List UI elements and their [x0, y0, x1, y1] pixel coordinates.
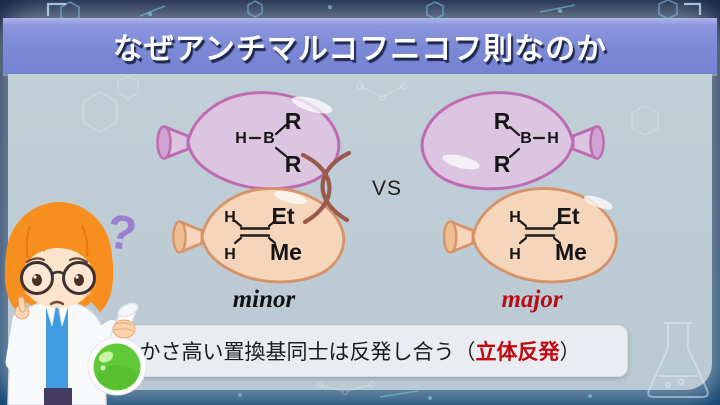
arm-left-sleeve	[5, 311, 30, 371]
structure-alkene-right: H H Et Me	[509, 203, 587, 265]
hexagon-doodle	[631, 105, 659, 136]
structure-alkene-left: H H Et Me	[224, 203, 302, 265]
atom-h: H	[235, 130, 247, 147]
line-doodle	[139, 5, 166, 17]
flask-rim	[117, 302, 139, 318]
hair-strand	[81, 224, 89, 257]
structure-borane-left: H B R R	[235, 108, 301, 177]
group-methyl: Me	[555, 239, 587, 265]
balloon-body	[200, 187, 346, 284]
finger	[17, 296, 26, 313]
caption-pre: かさ高い置換基同士は反発し合う（	[139, 341, 476, 364]
eye-right	[74, 274, 84, 286]
balloon-alkene-left	[172, 187, 346, 284]
eyebrow-right	[68, 257, 89, 264]
vs-label: VS	[371, 177, 402, 200]
hair-strand	[25, 225, 31, 259]
arm-right-sleeve	[84, 320, 120, 348]
atom-h-top: H	[509, 209, 521, 226]
round-flask	[87, 302, 147, 396]
balloon-highlight	[291, 96, 333, 114]
pants	[44, 388, 72, 405]
dot-doodle	[557, 8, 563, 14]
caption-box: かさ高い置換基同士は反発し合う（立体反発）	[92, 325, 628, 377]
balloon-highlight	[273, 190, 307, 205]
hexagon-doodle	[117, 75, 139, 100]
group-ethyl: Et	[557, 203, 580, 229]
atom-h-top: H	[224, 209, 236, 226]
balloon-nozzle-end	[156, 125, 172, 160]
group-r-bottom: R	[285, 151, 302, 177]
atom-b: B	[520, 130, 532, 147]
hexagon-doodle	[247, 0, 263, 18]
mouth	[49, 300, 65, 306]
eyebrow-left	[25, 257, 46, 264]
eye-glint	[75, 275, 79, 279]
group-ethyl: Et	[272, 203, 295, 229]
dot-doodle	[428, 396, 432, 400]
atom-b: B	[263, 130, 275, 147]
caption-text: かさ高い置換基同士は反発し合う（立体反発）	[140, 336, 581, 366]
chain-doodle	[316, 380, 376, 396]
balloon-nozzle-end	[172, 220, 187, 254]
balloon-nozzle-end	[442, 220, 458, 254]
eye-left	[32, 274, 42, 286]
balloon-borane-right	[420, 91, 605, 191]
flask-highlight	[98, 351, 114, 363]
structure-borane-right: R R B H	[494, 108, 559, 177]
steric-clash-mark	[300, 150, 352, 225]
hair-fringe	[14, 214, 103, 262]
atom-h-bottom: H	[224, 246, 236, 263]
minor-label: minor	[232, 286, 296, 313]
group-r-top: R	[285, 108, 302, 134]
eye-glint	[33, 275, 37, 279]
balloon-body	[186, 91, 341, 191]
scientist-character	[4, 202, 147, 405]
caption-post: ）	[559, 341, 581, 364]
atom-h: H	[547, 130, 559, 147]
dot-doodle	[238, 393, 242, 397]
hexagon-doodle	[82, 91, 118, 133]
corner-mark	[684, 2, 702, 15]
flask-doodle	[647, 322, 709, 398]
balloon-highlight	[584, 195, 613, 210]
corner-mark	[46, 2, 66, 16]
major-label: major	[501, 286, 563, 313]
caption-emphasis: 立体反発	[475, 341, 560, 364]
hand-right	[112, 319, 136, 339]
group-r-top: R	[494, 108, 511, 134]
balloon-borane-left	[156, 91, 341, 191]
atom-h-bottom: H	[509, 246, 521, 263]
group-methyl: Me	[270, 239, 302, 265]
molecule-doodle	[356, 82, 408, 101]
group-r-bottom: R	[494, 151, 511, 177]
line-doodle	[539, 4, 576, 13]
dot-doodle	[588, 394, 592, 398]
balloon-highlight	[442, 154, 480, 170]
flask-highlight-dot	[100, 365, 106, 371]
balloon-nozzle-end	[589, 125, 605, 160]
flask-liquid-shade	[97, 365, 137, 389]
dot-doodle	[328, 5, 332, 9]
hair-lock-right	[88, 255, 114, 312]
title-banner: なぜアンチマルコフニコフ則なのか	[3, 18, 717, 74]
slide-title: なぜアンチマルコフニコフ則なのか	[112, 33, 608, 66]
line-doodle	[379, 390, 419, 398]
